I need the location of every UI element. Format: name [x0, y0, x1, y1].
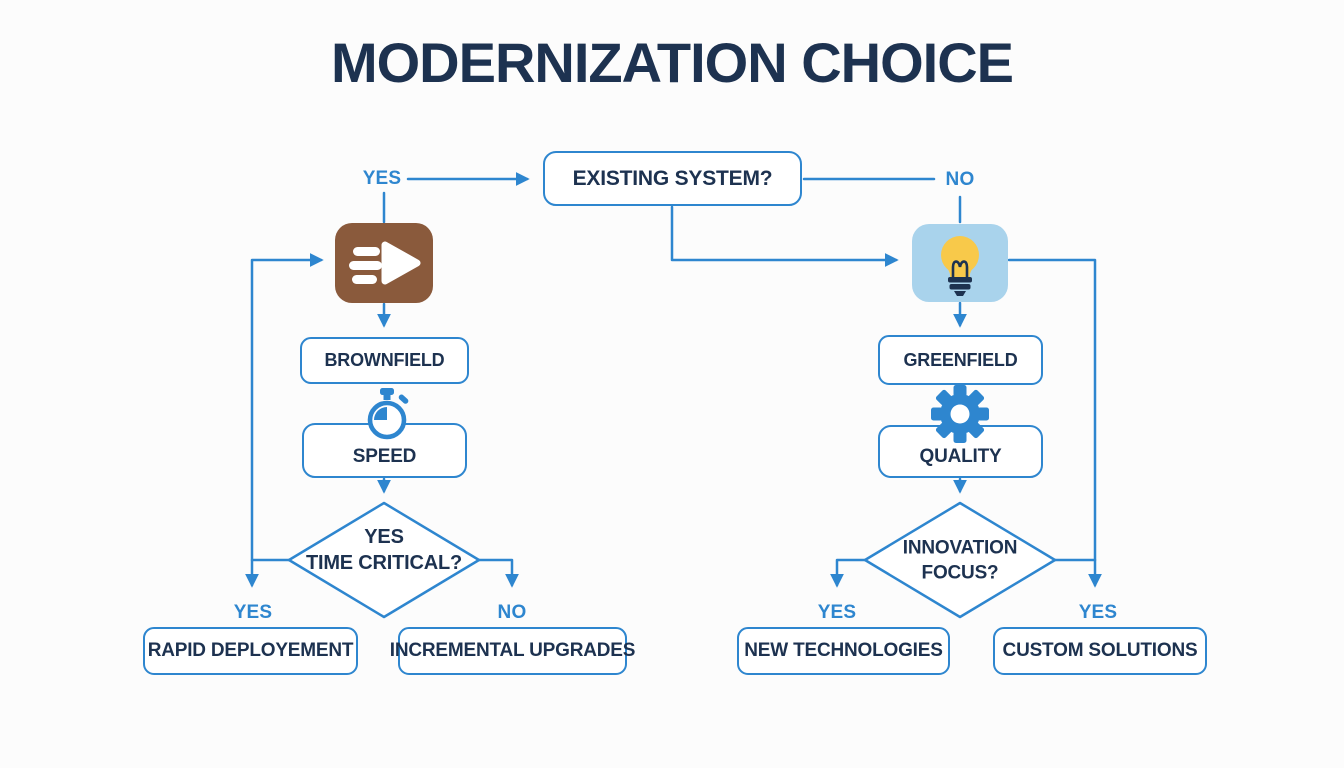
greenfield-box: GREENFIELD — [878, 335, 1043, 385]
branch-label-no-left: NO — [497, 602, 527, 623]
quality-label: QUALITY — [919, 446, 1002, 467]
brownfield-icon-badge — [335, 223, 433, 303]
new-technologies-box: NEW TECHNOLOGIES — [737, 627, 950, 675]
speed-label: SPEED — [352, 446, 417, 467]
rapid-deployment-box: RAPID DEPLOYEMENT — [143, 627, 358, 675]
stopwatch-icon — [367, 388, 409, 440]
decision-diamond-time-critical — [287, 501, 481, 619]
decision1-line1: YES — [364, 526, 404, 548]
gear-icon — [931, 385, 989, 443]
decision2-line1: INNOVATION — [902, 537, 1018, 559]
incremental-upgrades-label: INCREMENTAL UPGRADES — [389, 640, 636, 661]
innovation-focus-decision-text: INNOVATION FOCUS? — [902, 536, 1018, 585]
branch-label-yes-right-right: YES — [1078, 602, 1118, 623]
root-question-box: EXISTING SYSTEM? — [543, 151, 802, 206]
new-technologies-label: NEW TECHNOLOGIES — [744, 640, 943, 661]
greenfield-icon-badge — [912, 224, 1008, 302]
edge-bulbicon-to-custom — [1007, 258, 1102, 588]
brownfield-label: BROWNFIELD — [324, 350, 445, 370]
edge-decision1-no-down — [477, 558, 519, 588]
rapid-deployment-label: RAPID DEPLOYEMENT — [147, 640, 354, 661]
root-question-label: EXISTING SYSTEM? — [572, 166, 773, 190]
lightbulb-icon — [941, 236, 979, 296]
edge-root-to-bulbicon — [670, 205, 899, 267]
greenfield-label: GREENFIELD — [903, 349, 1018, 370]
decision2-line2: FOCUS? — [921, 562, 999, 583]
incremental-upgrades-box: INCREMENTAL UPGRADES — [390, 627, 635, 675]
custom-solutions-label: CUSTOM SOLUTIONS — [1002, 640, 1198, 661]
brownfield-box: BROWNFIELD — [300, 337, 469, 384]
branch-label-yes-left: YES — [233, 602, 273, 623]
custom-solutions-box: CUSTOM SOLUTIONS — [993, 627, 1207, 675]
branch-label-no-top: NO — [945, 169, 975, 190]
time-critical-decision-text: YES TIME CRITICAL? — [306, 524, 462, 576]
edge-decision1-loopback — [250, 253, 324, 562]
decision-diamond-innovation-focus — [863, 501, 1057, 619]
branch-label-yes-top: YES — [362, 168, 402, 189]
decision1-line2: TIME CRITICAL? — [305, 552, 463, 574]
branch-label-yes-right-left: YES — [817, 602, 857, 623]
fast-forward-icon — [349, 241, 421, 285]
page-title: MODERNIZATION CHOICE — [330, 31, 1014, 94]
edge-decision2-yes-left — [830, 558, 867, 588]
